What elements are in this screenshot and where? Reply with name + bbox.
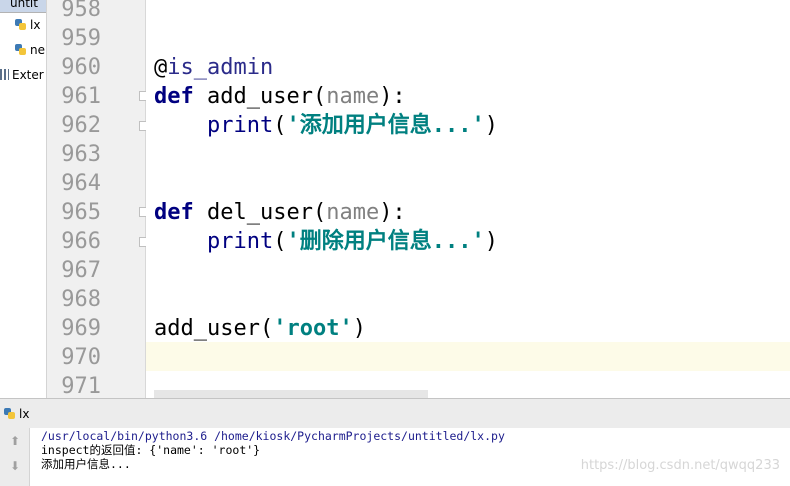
line-number: 965 (61, 200, 101, 225)
editor-gutter[interactable]: 958 959 960 961 962 963 964 965 966 967 … (46, 0, 149, 399)
run-toolbar: ⬆ ⬇ (0, 428, 30, 486)
scroll-down-icon[interactable]: ⬇ (9, 459, 21, 473)
line-number: 960 (61, 55, 101, 80)
line-number: 966 (61, 229, 101, 254)
code-line-960: @is_admin (154, 55, 274, 80)
tree-item-external-libraries[interactable]: Exter (0, 68, 44, 82)
project-tree-panel: untit lx ne Exter (0, 0, 46, 398)
project-root-label: untit (10, 0, 38, 10)
run-tab-label: lx (19, 407, 30, 421)
line-number: 959 (61, 26, 101, 51)
line-number: 968 (61, 287, 101, 312)
tree-item-label: lx (30, 18, 41, 32)
line-number: 969 (61, 316, 101, 341)
current-line-highlight (146, 342, 790, 371)
line-number: 971 (61, 374, 101, 399)
code-line-962: print('添加用户信息...') (206, 113, 498, 138)
python-run-icon (4, 408, 16, 420)
line-number: 963 (61, 142, 101, 167)
line-number: 962 (61, 113, 101, 138)
python-file-icon (15, 19, 27, 31)
line-number: 970 (61, 345, 101, 370)
line-number: 967 (61, 258, 101, 283)
run-console[interactable]: ⬆ ⬇ /usr/local/bin/python3.6 /home/kiosk… (0, 428, 790, 486)
horizontal-scrollbar[interactable] (154, 390, 428, 398)
tree-item-label: ne (30, 43, 45, 57)
python-file-icon (15, 44, 27, 56)
console-output-line: 添加用户信息... (41, 457, 131, 471)
code-line-965: def del_user(name): (154, 200, 406, 225)
scroll-up-icon[interactable]: ⬆ (9, 434, 21, 448)
project-root-node[interactable]: untit (0, 0, 46, 13)
line-number: 958 (61, 0, 101, 22)
console-output-line: inspect的返回值: {'name': 'root'} (41, 443, 261, 457)
console-command-line: /usr/local/bin/python3.6 /home/kiosk/Pyc… (41, 429, 505, 443)
code-line-961: def add_user(name): (154, 84, 406, 109)
tree-item-ne[interactable]: ne (15, 43, 45, 57)
watermark: https://blog.csdn.net/qwqq233 (580, 458, 780, 473)
line-number: 961 (61, 84, 101, 109)
code-line-966: print('删除用户信息...') (206, 229, 498, 254)
library-icon (0, 69, 9, 80)
run-panel-header: lx (0, 398, 790, 428)
code-line-969: add_user('root') (154, 316, 366, 341)
tree-item-label: Exter (12, 68, 44, 82)
run-tab[interactable]: lx (4, 407, 29, 421)
line-number: 964 (61, 171, 101, 196)
tree-item-lx[interactable]: lx (15, 18, 40, 32)
code-editor[interactable]: @is_admin def add_user(name): print('添加用… (146, 0, 790, 398)
